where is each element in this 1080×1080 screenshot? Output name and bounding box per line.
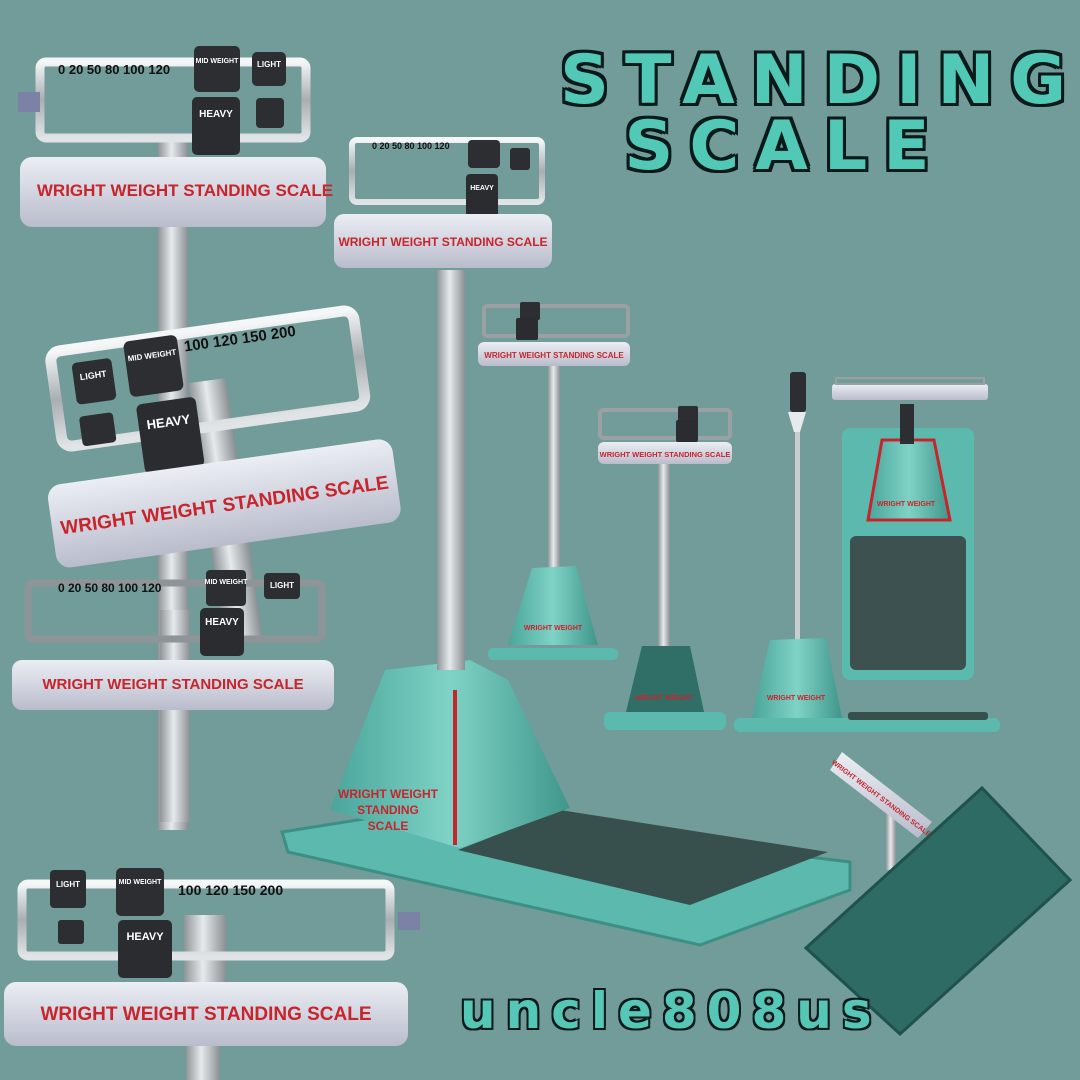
- brand-panel: [334, 214, 552, 268]
- mid-weight-poise[interactable]: [206, 570, 246, 606]
- svg-text:MID WEIGHT: MID WEIGHT: [119, 879, 162, 886]
- balance-knob[interactable]: [256, 98, 284, 128]
- base-pedestal: [508, 566, 598, 645]
- light-poise[interactable]: [50, 870, 86, 908]
- svg-text:SCALE: SCALE: [368, 819, 409, 833]
- brand-panel: [12, 660, 334, 710]
- standing-pad: [458, 810, 828, 905]
- heavy-poise[interactable]: [200, 608, 244, 656]
- mid-weight-poise[interactable]: [194, 46, 240, 92]
- brand-label: WRIGHT WEIGHT STANDING SCALE: [37, 181, 333, 200]
- brand-panel: [830, 752, 932, 838]
- scale-small-b: WRIGHT WEIGHT WRIGHT WEIGHT STANDING SCA…: [598, 406, 732, 730]
- light-poise[interactable]: [264, 573, 300, 599]
- beam-scale-text: 0 20 50 80 100 120: [58, 581, 162, 595]
- svg-text:LIGHT: LIGHT: [79, 369, 108, 383]
- beam-scale-text: 0 20 50 80 100 120: [58, 62, 170, 77]
- heavy-poise[interactable]: [466, 174, 498, 218]
- svg-text:WRIGHT WEIGHT: WRIGHT WEIGHT: [767, 695, 826, 702]
- heavy-poise[interactable]: [192, 97, 240, 155]
- scale-full-main: WRIGHT WEIGHT STANDING SCALE 0 20 50 80 …: [280, 137, 852, 947]
- base-label: WRIGHT WEIGHT: [338, 787, 439, 801]
- svg-text:HEAVY: HEAVY: [146, 411, 192, 432]
- scale-side-profile: WRIGHT WEIGHT: [734, 372, 1000, 732]
- heavy-poise[interactable]: [118, 920, 172, 978]
- svg-text:LIGHT: LIGHT: [257, 60, 281, 69]
- brand-label: WRIGHT WEIGHT STANDING SCALE: [40, 1004, 371, 1025]
- brand-label: WRIGHT WEIGHT STANDING SCALE: [42, 676, 303, 693]
- beam-scale-text: 0 20 50 80 100 120: [372, 141, 450, 151]
- light-poise[interactable]: [252, 52, 286, 86]
- base-pedestal: [626, 646, 704, 712]
- scale-head-3: 0 20 50 80 100 120 MID WEIGHT LIGHT HEAV…: [12, 570, 334, 822]
- brand-panel: [47, 439, 401, 568]
- svg-text:WRIGHT WEIGHT: WRIGHT WEIGHT: [635, 695, 694, 702]
- beam-frame: [349, 137, 545, 205]
- mid-weight-poise[interactable]: [116, 868, 164, 916]
- mid-weight-poise[interactable]: [468, 140, 500, 168]
- svg-text:STANDING: STANDING: [357, 803, 419, 817]
- scale-head-4: 100 120 150 200 LIGHT MID WEIGHT HEAVY W…: [4, 868, 420, 1080]
- standing-pad: [803, 785, 1073, 1037]
- heavy-poise[interactable]: [136, 396, 205, 474]
- author-watermark: uncle808us: [460, 982, 882, 1040]
- brand-panel: [598, 442, 732, 464]
- balance-knob[interactable]: [79, 412, 117, 447]
- beam-frame: [17, 879, 395, 961]
- brand-panel: [478, 342, 630, 366]
- light-poise[interactable]: [510, 148, 530, 170]
- balance-knob[interactable]: [58, 920, 84, 944]
- svg-text:LIGHT: LIGHT: [56, 880, 80, 889]
- title-line-1: STANDING: [560, 41, 1080, 120]
- beam-frame: [45, 305, 371, 452]
- svg-text:WRIGHT WEIGHT: WRIGHT WEIGHT: [524, 625, 583, 632]
- svg-text:WRIGHT WEIGHT: WRIGHT WEIGHT: [877, 501, 936, 508]
- svg-text:HEAVY: HEAVY: [205, 617, 239, 628]
- mid-weight-poise[interactable]: [123, 334, 184, 397]
- svg-text:LIGHT: LIGHT: [270, 581, 294, 590]
- scale-head-1: 0 20 50 80 100 120 MID WEIGHT LIGHT HEAV…: [18, 46, 333, 830]
- standing-pad: [850, 536, 966, 670]
- light-poise[interactable]: [71, 358, 117, 405]
- brand-panel: [4, 982, 408, 1046]
- svg-text:MID WEIGHT: MID WEIGHT: [196, 58, 239, 65]
- page-title: STANDING SCALE: [560, 41, 1080, 186]
- beam-scale-text: 100 120 150 200: [178, 882, 283, 898]
- svg-text:HEAVY: HEAVY: [126, 931, 164, 943]
- svg-text:HEAVY: HEAVY: [199, 109, 233, 120]
- beam-frame: [24, 579, 326, 643]
- base-pedestal: [330, 660, 570, 848]
- brand-label: WRIGHT WEIGHT STANDING SCALE: [484, 351, 624, 360]
- brand-label: WRIGHT WEIGHT STANDING SCALE: [338, 235, 547, 249]
- brand-label: WRIGHT WEIGHT STANDING SCALE: [600, 450, 731, 459]
- scale-top-down: WRIGHT WEIGHT: [832, 377, 988, 680]
- scale-small-a: WRIGHT WEIGHT WRIGHT WEIGHT STANDING SCA…: [478, 302, 630, 660]
- svg-text:HEAVY: HEAVY: [470, 185, 494, 192]
- title-line-2: SCALE: [624, 107, 946, 186]
- beam-frame: [482, 304, 630, 338]
- svg-text:MID WEIGHT: MID WEIGHT: [205, 579, 248, 586]
- base-pedestal: [752, 638, 842, 718]
- beam-frame: [598, 408, 732, 440]
- pole: [437, 270, 465, 670]
- svg-text:WRIGHT WEIGHT STANDING SCALE: WRIGHT WEIGHT STANDING SCALE: [830, 759, 932, 838]
- brand-panel: [20, 157, 326, 227]
- brand-panel: [832, 384, 988, 400]
